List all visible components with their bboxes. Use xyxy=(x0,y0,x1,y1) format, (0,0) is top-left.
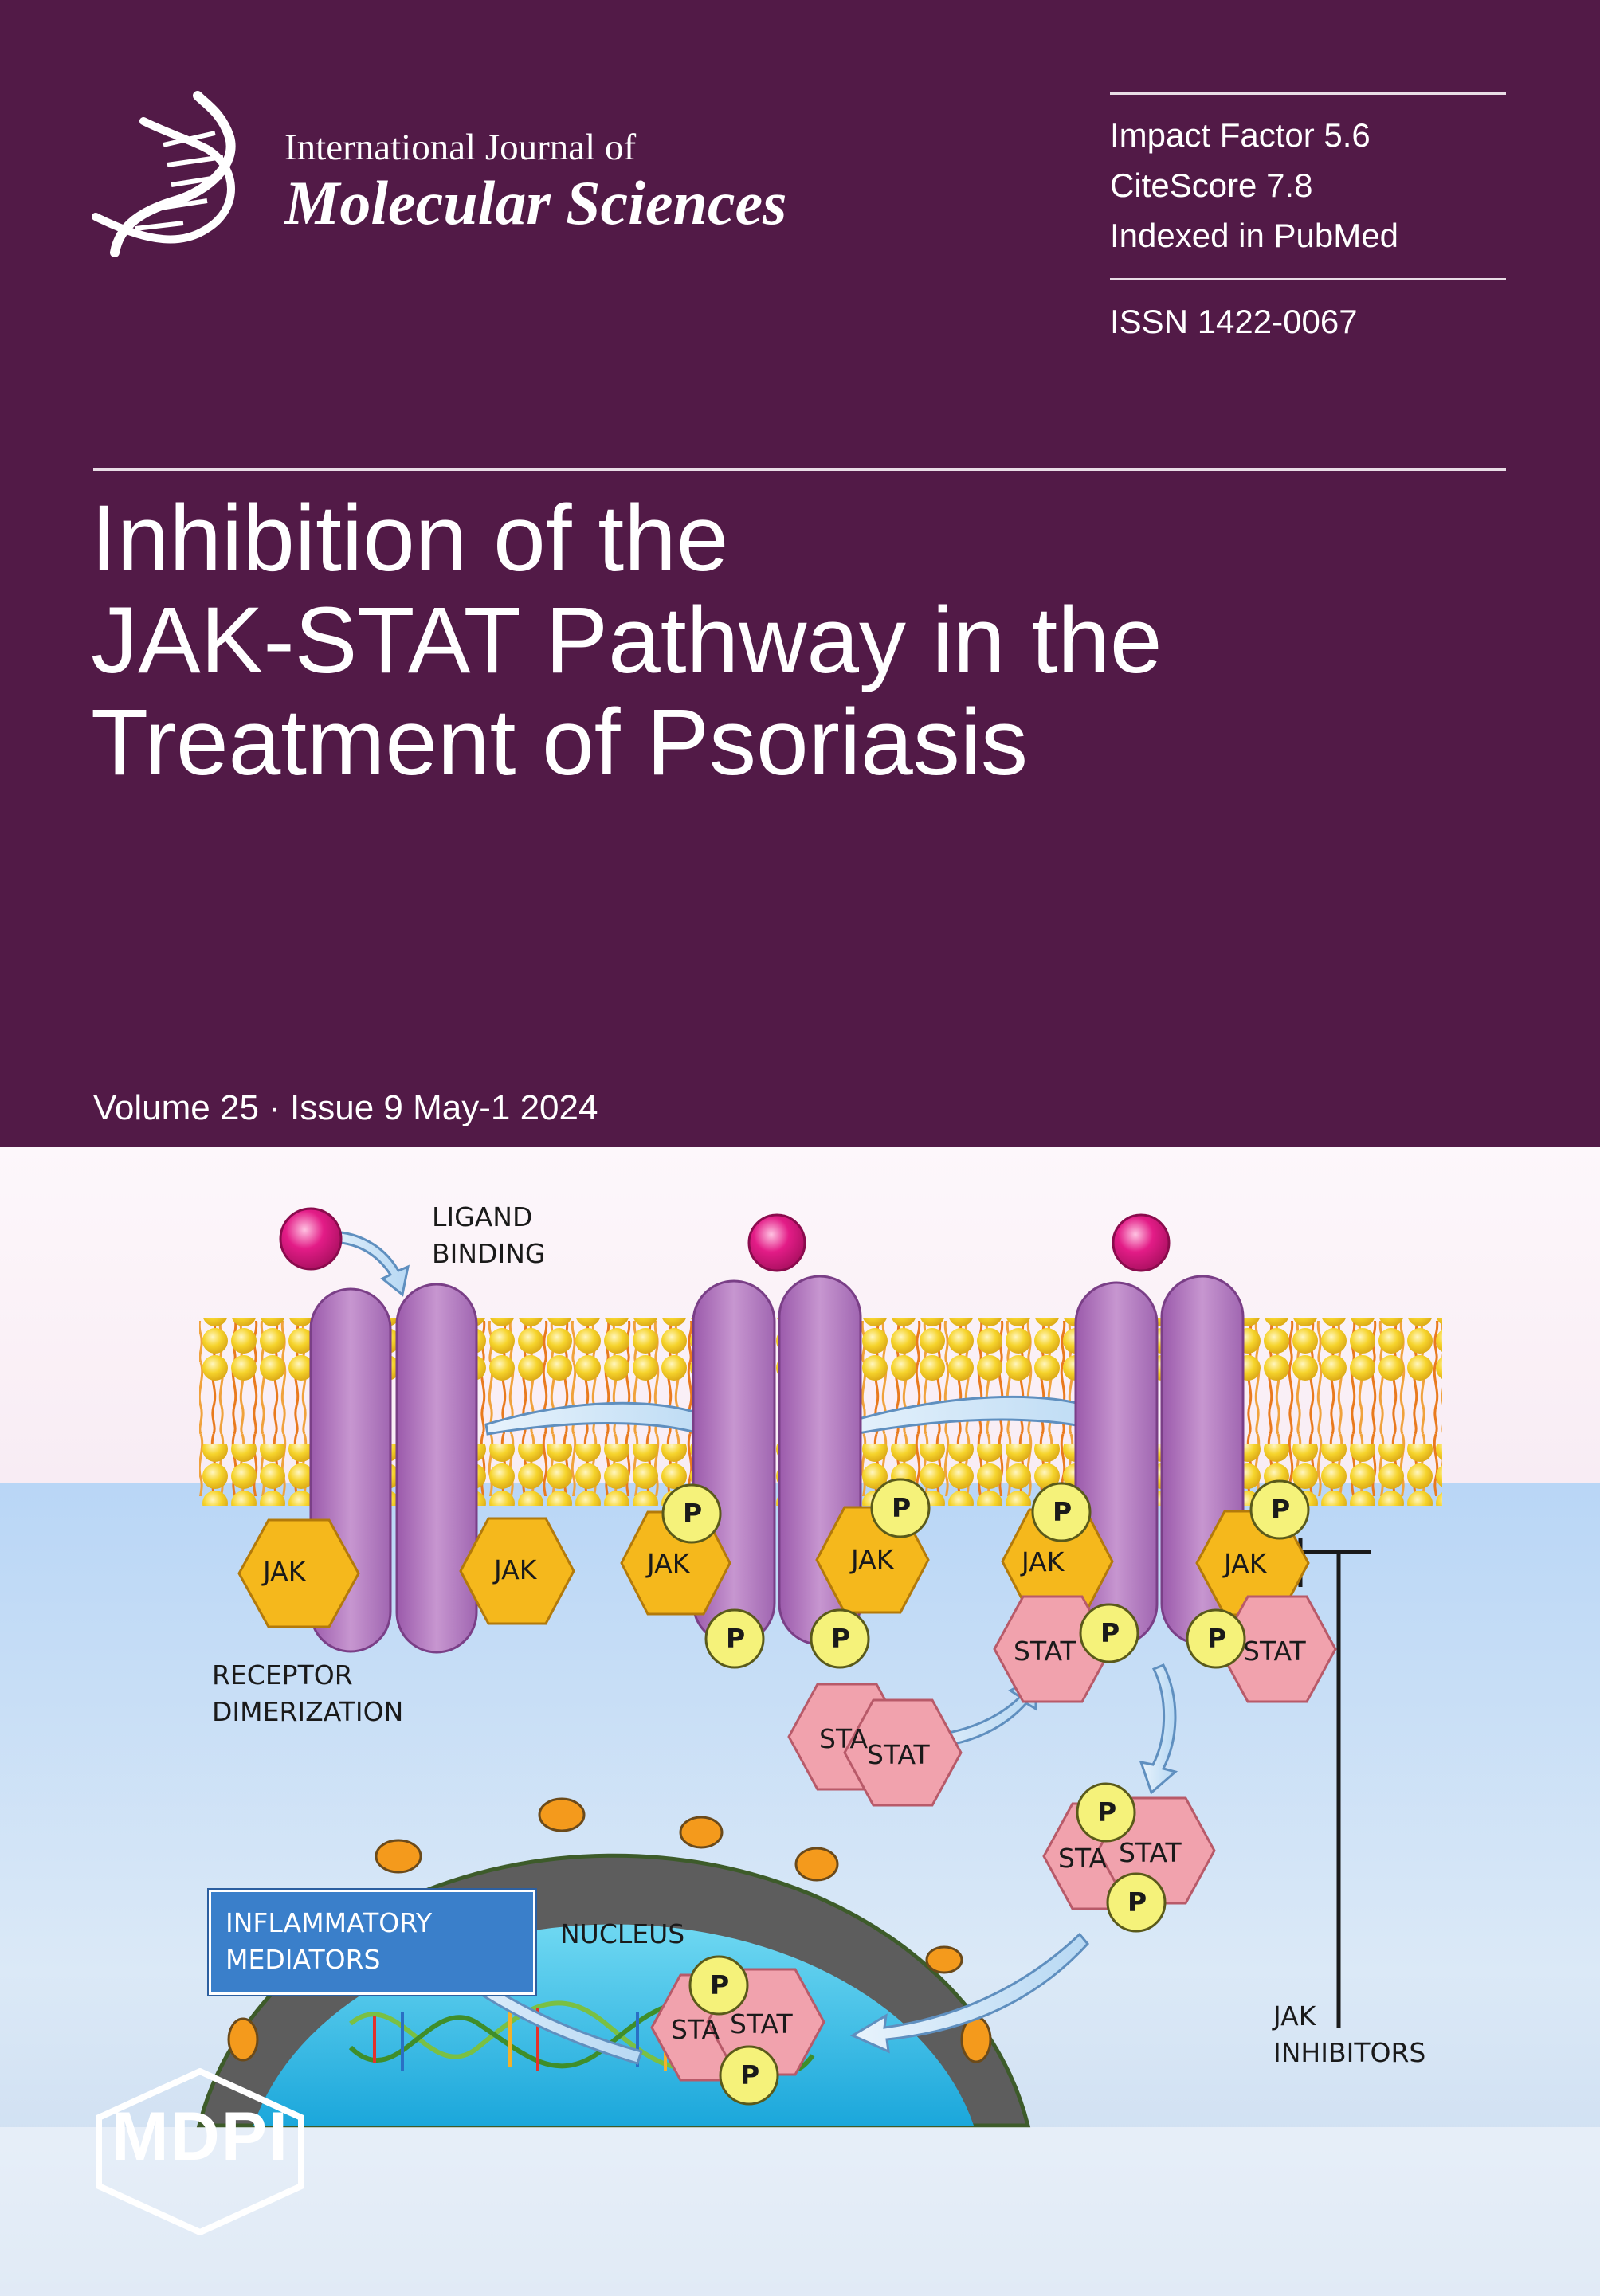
article-title-line: JAK-STAT Pathway in the xyxy=(91,588,1163,693)
phosphate-label: P xyxy=(831,1623,851,1654)
phosphate-label: P xyxy=(1100,1617,1120,1648)
ligand-binding-line: BINDING xyxy=(432,1238,546,1269)
inflammatory-mediators-line: INFLAMMATORY xyxy=(225,1907,433,1938)
jak-label: JAK xyxy=(1224,1548,1267,1579)
journal-name-line1: International Journal of xyxy=(284,127,637,168)
article-title-line: Treatment of Psoriasis xyxy=(91,690,1029,795)
jak-label: JAK xyxy=(851,1544,894,1575)
stat-label-partial: STA xyxy=(671,2014,720,2045)
inflammatory-mediators-line: MEDIATORS xyxy=(225,1944,381,1975)
title-divider xyxy=(93,468,1506,471)
phosphate-label: P xyxy=(740,2059,760,2090)
jak-inhibitors-label: JAK INHIBITORS xyxy=(1273,1998,1425,2071)
phosphate-label: P xyxy=(710,1969,730,2000)
stat-label-partial: STA xyxy=(819,1723,869,1754)
ligand-binding-label: LIGAND BINDING xyxy=(432,1199,545,1272)
jak-inhibitors-line: JAK xyxy=(1273,2000,1316,2032)
phosphate-label: P xyxy=(1127,1887,1147,1918)
dna-helix-icon xyxy=(92,91,236,257)
mdpi-logo-text: MDPI xyxy=(112,2098,289,2175)
receptor-dimerization-label: RECEPTOR DIMERIZATION xyxy=(212,1657,403,1730)
phosphate-label: P xyxy=(726,1623,746,1654)
article-title: Inhibition of the JAK-STAT Pathway in th… xyxy=(91,488,1162,793)
stat-label: STAT xyxy=(1243,1636,1306,1667)
ligand-binding-line: LIGAND xyxy=(432,1201,533,1232)
phosphate-label: P xyxy=(1271,1494,1291,1525)
impact-factor: Impact Factor 5.6 xyxy=(1110,116,1371,154)
phosphate-label: P xyxy=(1207,1623,1227,1654)
volume-issue: Volume 25 · Issue 9 May-1 2024 xyxy=(93,1088,598,1127)
indexed-in: Indexed in PubMed xyxy=(1110,217,1398,254)
issn: ISSN 1422-0067 xyxy=(1110,303,1358,340)
jak-inhibitors-line: INHIBITORS xyxy=(1273,2037,1426,2068)
stat-label: STAT xyxy=(1119,1837,1182,1868)
cover-banner xyxy=(0,0,1600,1147)
receptor-dimerization-line: DIMERIZATION xyxy=(212,1696,404,1727)
metrics-top-divider xyxy=(1110,92,1506,95)
jak-label: JAK xyxy=(647,1548,690,1579)
stat-label: STAT xyxy=(730,2008,793,2039)
phosphate-label: P xyxy=(1053,1496,1073,1527)
inflammatory-mediators-box: INFLAMMATORY MEDIATORS xyxy=(209,1890,535,1995)
citescore: CiteScore 7.8 xyxy=(1110,167,1313,204)
phosphate-label: P xyxy=(1097,1796,1117,1828)
phosphate-label: P xyxy=(683,1498,703,1529)
mdpi-logo xyxy=(96,2068,304,2235)
article-title-line: Inhibition of the xyxy=(91,486,729,591)
phosphate-label: P xyxy=(892,1492,912,1523)
jak-label: JAK xyxy=(263,1556,306,1587)
jak-label: JAK xyxy=(1022,1546,1065,1577)
journal-name-line2: Molecular Sciences xyxy=(284,168,787,237)
stat-label: STAT xyxy=(1014,1636,1076,1667)
nucleus-label: NUCLEUS xyxy=(560,1918,685,1949)
jak-label: JAK xyxy=(494,1554,537,1585)
jak-stat-pathway-illustration xyxy=(0,1147,1600,2296)
metrics-mid-divider xyxy=(1110,278,1506,280)
stat-label: STAT xyxy=(867,1739,930,1770)
receptor-dimerization-line: RECEPTOR xyxy=(212,1659,353,1691)
stat-label-partial: STA xyxy=(1058,1843,1108,1874)
